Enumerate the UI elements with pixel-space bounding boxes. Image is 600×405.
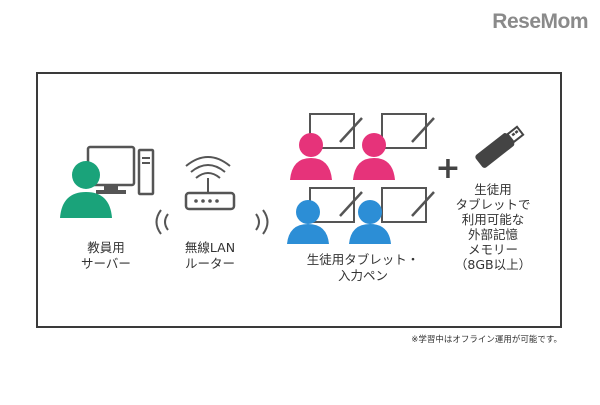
wifi-router-icon	[184, 156, 236, 211]
router-label: 無線LAN ルーター	[184, 240, 236, 271]
memory-label: 生徒用 タブレットで 利用可能な 外部記憶 メモリー （8GB以上）	[454, 182, 532, 272]
student-tablet-icon-4	[349, 187, 435, 244]
student-tablet-icon-2	[353, 113, 435, 180]
student-tablet-icon-1	[290, 113, 363, 180]
footnote: ※学習中はオフライン運用が可能です。	[411, 335, 562, 345]
diagram-frame	[36, 72, 562, 328]
resemom-logo: ReseMom	[492, 10, 588, 33]
tablets-label: 生徒用タブレット・ 入力ペン	[306, 252, 420, 283]
signal-left-icon	[155, 209, 169, 235]
usb-memory-icon	[475, 125, 525, 168]
student-tablet-icon-3	[287, 187, 363, 244]
plus-symbol: +	[435, 151, 460, 186]
signal-right-icon	[255, 209, 269, 235]
teacher-server-icon	[60, 145, 155, 218]
teacher-server-label: 教員用 サーバー	[81, 240, 131, 271]
